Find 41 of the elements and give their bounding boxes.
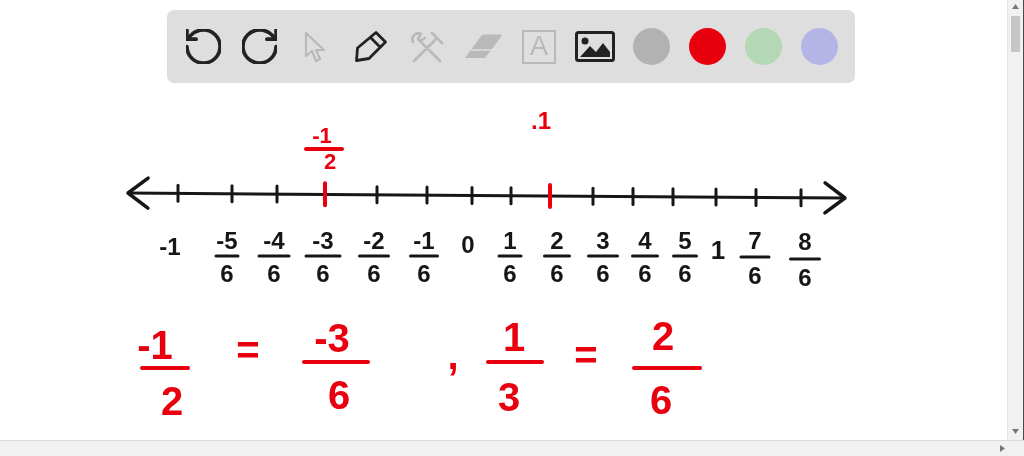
fraction-denominator: 6 bbox=[316, 262, 330, 286]
tick-label: 0 bbox=[461, 233, 475, 257]
comma: , bbox=[447, 335, 459, 375]
fraction-denominator: 2 bbox=[160, 381, 184, 421]
fraction-denominator: 6 bbox=[267, 262, 281, 286]
fraction-denominator: 2 bbox=[323, 151, 337, 173]
tick-label: 1 bbox=[710, 237, 726, 263]
fraction-numerator: 4 bbox=[638, 229, 652, 253]
fraction-denominator: 3 bbox=[497, 377, 521, 417]
fraction-numerator: 2 bbox=[550, 229, 564, 253]
fraction-denominator: 6 bbox=[327, 375, 351, 415]
fraction-numerator: -1 bbox=[312, 125, 332, 147]
equals-sign: = bbox=[574, 335, 598, 375]
equals-sign: = bbox=[236, 330, 260, 370]
fraction-numerator: -3 bbox=[312, 229, 334, 253]
fraction-denominator: 6 bbox=[596, 262, 610, 286]
fraction-numerator: -2 bbox=[363, 229, 385, 253]
fraction-numerator: 3 bbox=[596, 229, 610, 253]
fraction-denominator: 6 bbox=[798, 266, 812, 290]
handwritten-mark: .1 bbox=[531, 109, 551, 133]
fraction-denominator: 6 bbox=[503, 262, 517, 286]
fraction-numerator: -3 bbox=[314, 318, 350, 358]
fraction-denominator: 6 bbox=[367, 262, 381, 286]
fraction-numerator: 5 bbox=[678, 229, 692, 253]
fraction-denominator: 6 bbox=[550, 262, 564, 286]
fraction-numerator: 8 bbox=[798, 230, 812, 254]
fraction-numerator: 7 bbox=[748, 229, 762, 253]
fraction-numerator: 1 bbox=[502, 317, 526, 357]
fraction-numerator: 1 bbox=[503, 229, 517, 253]
fraction-denominator: 6 bbox=[678, 262, 692, 286]
fraction-denominator: 6 bbox=[417, 262, 431, 286]
fraction-denominator: 6 bbox=[649, 380, 673, 420]
fraction-denominator: 6 bbox=[638, 262, 652, 286]
fraction-numerator: -5 bbox=[216, 229, 238, 253]
fraction-numerator: 2 bbox=[651, 316, 675, 356]
fraction-numerator: -4 bbox=[263, 229, 285, 253]
fraction-numerator: -1 bbox=[137, 325, 173, 365]
tick-label: -1 bbox=[159, 235, 181, 259]
fraction-denominator: 6 bbox=[748, 264, 762, 288]
fraction-denominator: 6 bbox=[220, 262, 234, 286]
fraction-numerator: -1 bbox=[413, 229, 435, 253]
